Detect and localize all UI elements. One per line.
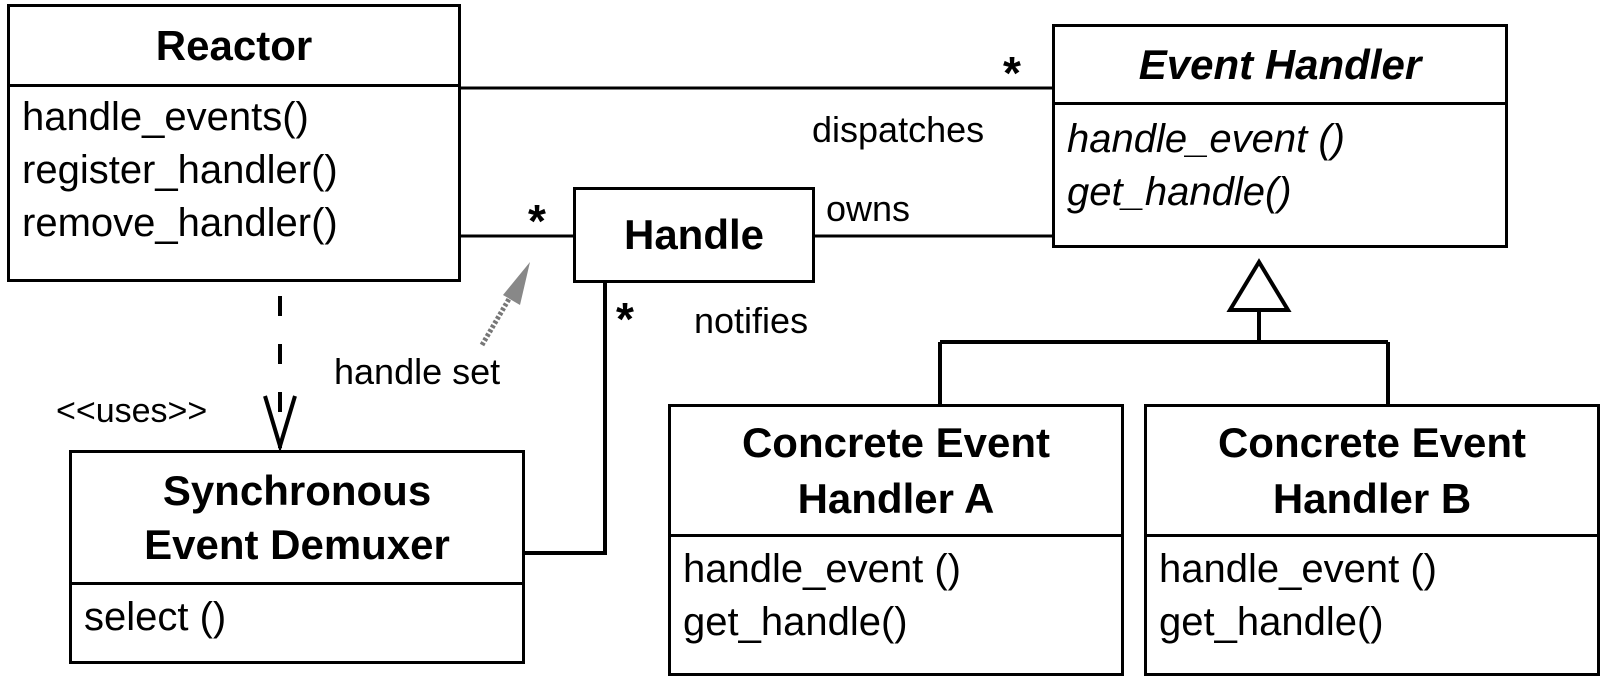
event-handler-class: Event Handler handle_event () get_handle… [1052, 24, 1508, 248]
handle-class: Handle [573, 187, 815, 283]
multiplicity-reactor-eventhandler: * [1003, 47, 1021, 99]
concrete-handler-a-methods: handle_event () get_handle() [671, 537, 1121, 649]
demuxer-class: Synchronous Event Demuxer select () [69, 450, 525, 664]
concrete-handler-b-class: Concrete Event Handler B handle_event ()… [1144, 404, 1600, 676]
concrete-handler-a-method: get_handle() [683, 600, 908, 644]
concrete-handler-b-name-line1: Concrete Event [1217, 418, 1527, 466]
concrete-handler-b-method: handle_event () [1159, 547, 1437, 591]
concrete-handler-a-class-name: Concrete Event Handler A [671, 407, 1121, 537]
multiplicity-handle-demuxer: * [616, 293, 634, 345]
demuxer-name-line2: Event Demuxer [144, 520, 450, 568]
event-handler-method: handle_event () [1067, 117, 1345, 161]
concrete-handler-b-methods: handle_event () get_handle() [1147, 537, 1597, 649]
concrete-handler-a-method: handle_event () [683, 547, 961, 591]
dispatches-label: dispatches [812, 109, 985, 150]
concrete-handler-b-method: get_handle() [1159, 600, 1384, 644]
event-handler-method: get_handle() [1067, 170, 1292, 214]
demuxer-method: select () [84, 595, 227, 639]
concrete-handler-b-class-name: Concrete Event Handler B [1147, 407, 1597, 537]
notifies-line [523, 281, 607, 555]
handle-name: Handle [623, 211, 765, 258]
reactor-methods: handle_events() register_handler() remov… [10, 87, 458, 250]
uses-stereotype-label: <<uses>> [56, 392, 208, 430]
handle-set-arrowhead [503, 262, 530, 305]
event-handler-methods: handle_event () get_handle() [1055, 105, 1505, 219]
reactor-method: remove_handler() [22, 201, 338, 245]
event-handler-class-name: Event Handler [1055, 27, 1505, 105]
multiplicity-reactor-handle: * [528, 195, 546, 247]
reactor-class-name: Reactor [10, 7, 458, 87]
owns-label: owns [826, 188, 911, 229]
inheritance-triangle [1226, 258, 1292, 312]
concrete-handler-a-name-line2: Handler A [797, 474, 995, 522]
demuxer-class-name: Synchronous Event Demuxer [72, 453, 522, 585]
concrete-handler-a-name-line1: Concrete Event [741, 418, 1051, 466]
demuxer-name-line1: Synchronous [162, 466, 432, 514]
notifies-label: notifies [694, 300, 809, 341]
reactor-class: Reactor handle_events() register_handler… [7, 4, 461, 282]
concrete-handler-b-name-line2: Handler B [1272, 474, 1472, 522]
concrete-handler-a-class: Concrete Event Handler A handle_event ()… [668, 404, 1124, 676]
event-handler-name: Event Handler [1138, 40, 1422, 88]
uses-arrowhead [263, 395, 297, 453]
handle-class-name: Handle [576, 190, 812, 280]
demuxer-methods: select () [72, 585, 522, 644]
reactor-method: handle_events() [22, 95, 309, 139]
handle-set-label: handle set [334, 351, 501, 392]
reactor-method: register_handler() [22, 148, 338, 192]
reactor-name: Reactor [155, 21, 313, 69]
